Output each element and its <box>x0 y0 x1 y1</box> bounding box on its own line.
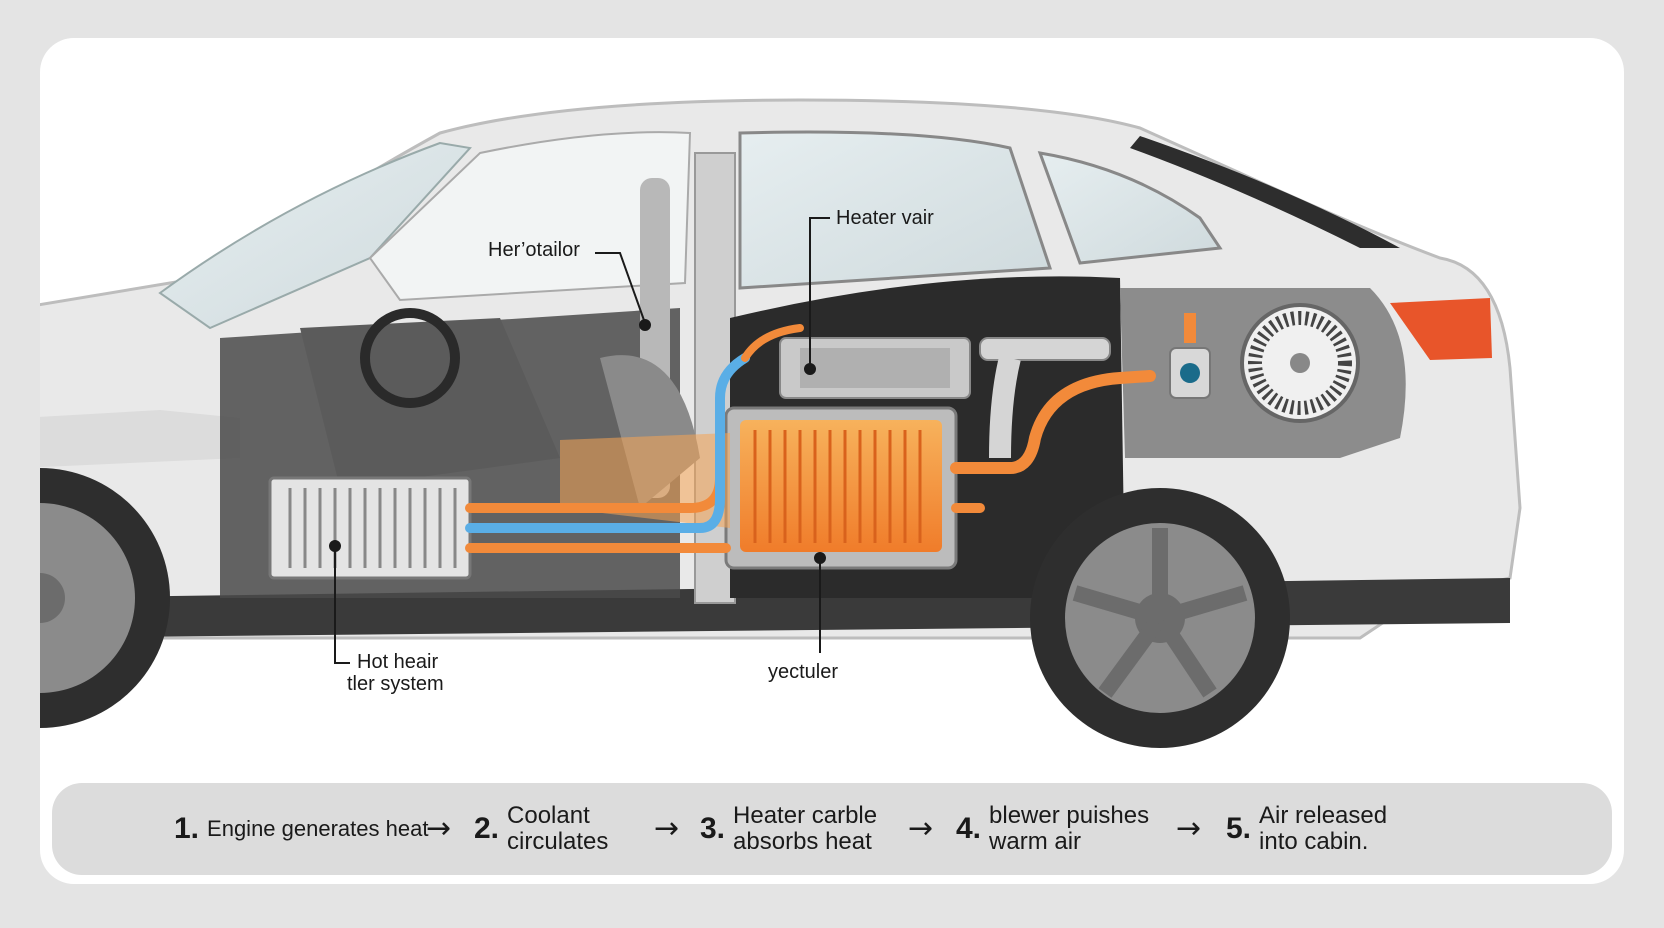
radiator <box>268 476 472 580</box>
step-5: 5. Air released into cabin. <box>1226 783 1387 875</box>
process-steps-bar: 1. Engine generates heat → 2. Coolant ci… <box>52 783 1612 875</box>
step-number: 4. <box>956 812 982 845</box>
step-text: blewer puishes warm air <box>989 802 1150 855</box>
step-text: Coolant circulates <box>507 802 609 855</box>
step-number: 2. <box>474 812 500 845</box>
step-4: 4. blewer puishes warm air <box>956 783 1149 875</box>
callout-yectuler: yectuler <box>768 661 839 683</box>
callout-her-system: tler system <box>347 673 444 695</box>
step-3: 3. Heater carble absorbs heat <box>700 783 877 875</box>
callout-hot-heair: Hot heair <box>357 651 439 673</box>
step-number: 5. <box>1226 812 1252 845</box>
step-number: 3. <box>700 812 726 845</box>
heater-core <box>724 406 958 570</box>
step-number: 1. <box>174 812 200 845</box>
step-1: 1. Engine generates heat <box>174 783 428 875</box>
arrow-icon: → <box>426 811 452 846</box>
arrow-icon: → <box>1176 811 1202 846</box>
step-text: Heater carble absorbs heat <box>733 802 878 855</box>
leader-lines <box>329 217 830 664</box>
front-wheel <box>40 468 170 728</box>
rear-wheel <box>1030 488 1290 748</box>
arrow-icon: → <box>654 811 680 846</box>
arrow-icon: → <box>908 811 934 846</box>
windows <box>158 130 1400 330</box>
diagram-card: Heater vair Her’otailor Hot heair tler s… <box>40 38 1624 884</box>
callout-her-otailor: Her’otailor <box>488 239 580 261</box>
blower-fan <box>1169 303 1360 423</box>
step-text: Engine generates heat <box>207 816 429 841</box>
car-cutaway-illustration <box>40 98 1522 748</box>
tail-light <box>1390 298 1492 360</box>
step-text: Air released into cabin. <box>1259 802 1388 855</box>
callout-heater-vair: Heater vair <box>836 207 934 229</box>
heater-assembly <box>779 337 1111 459</box>
step-2: 2. Coolant circulates <box>474 783 608 875</box>
coolant-pipes <box>465 324 1156 553</box>
